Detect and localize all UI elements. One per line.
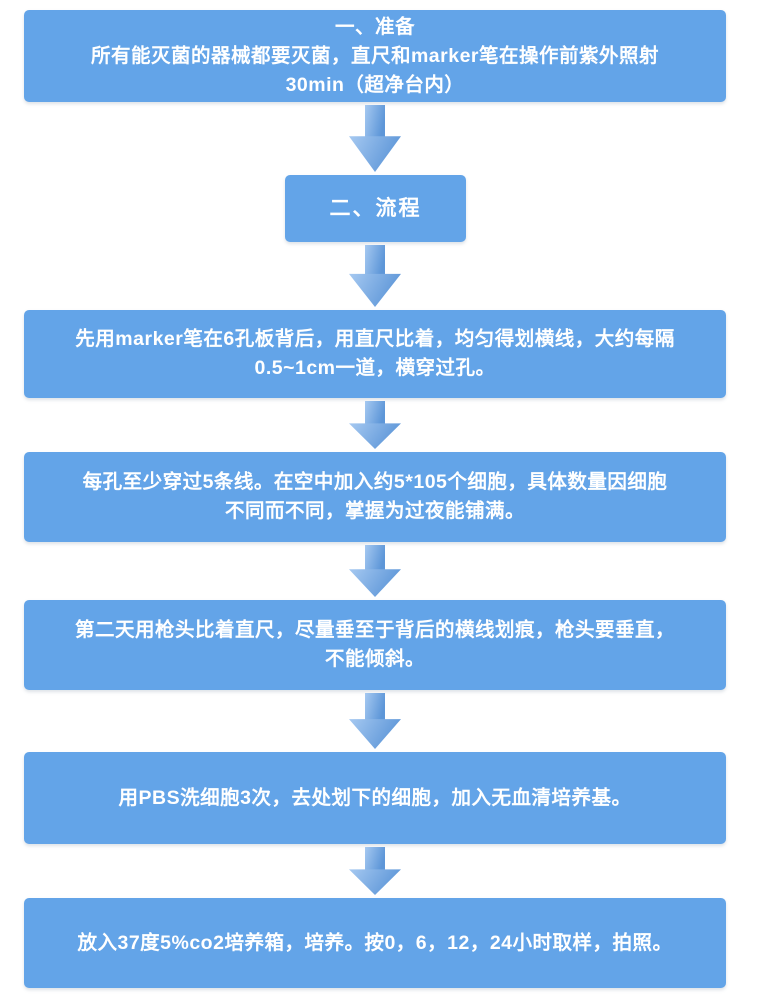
flow-step-scratch: 第二天用枪头比着直尺，尽量垂至于背后的横线划痕，枪头要垂直， 不能倾斜。 <box>24 600 726 690</box>
flow-step-incubate: 放入37度5%co2培养箱，培养。按0，6，12，24小时取样，拍照。 <box>24 898 726 988</box>
step-text-line: 一、准备 <box>334 15 415 38</box>
step-text-line: 放入37度5%co2培养箱，培养。按0，6，12，24小时取样，拍照。 <box>77 931 673 954</box>
down-arrow-icon <box>344 242 406 310</box>
step-text-line: 第二天用枪头比着直尺，尽量垂至于背后的横线划痕，枪头要垂直， <box>74 619 675 641</box>
step-text-line: 所有能灭菌的器械都要灭菌，直尺和marker笔在操作前紫外照射 <box>90 44 660 67</box>
flow-step-seed-cells: 每孔至少穿过5条线。在空中加入约5*105个细胞，具体数量因细胞不同而不同，掌握… <box>24 452 726 542</box>
flow-step-draw-lines: 先用marker笔在6孔板背后，用直尺比着，均匀得划横线，大约每隔 0.5~1cm… <box>24 310 726 398</box>
step-text-line: 每孔至少穿过5条线。在空中加入约5*105个细胞，具体数量因细胞 <box>82 471 668 493</box>
flow-step-process: 二、流程 <box>285 175 466 242</box>
flow-step-wash: 用PBS洗细胞3次，去处划下的细胞，加入无血清培养基。 <box>24 752 726 844</box>
step-text-line: 30min（超净台内） <box>285 73 465 96</box>
down-arrow-icon <box>344 398 406 452</box>
down-arrow-icon <box>344 102 406 175</box>
step-text-line: 用PBS洗细胞3次，去处划下的细胞，加入无血清培养基。 <box>118 786 632 809</box>
down-arrow-icon <box>344 542 406 600</box>
flow-step-prepare: 一、准备所有能灭菌的器械都要灭菌，直尺和marker笔在操作前紫外照射 30min… <box>24 10 726 102</box>
down-arrow-icon <box>344 844 406 898</box>
step-text-line: 二、流程 <box>329 197 422 220</box>
step-text-line: 0.5~1cm一道，横穿过孔。 <box>254 357 496 379</box>
step-text-line: 不同而不同，掌握为过夜能铺满。 <box>224 500 525 522</box>
step-text-line: 先用marker笔在6孔板背后，用直尺比着，均匀得划横线，大约每隔 <box>75 328 675 350</box>
step-text-line: 不能倾斜。 <box>324 648 425 670</box>
down-arrow-icon <box>344 690 406 752</box>
